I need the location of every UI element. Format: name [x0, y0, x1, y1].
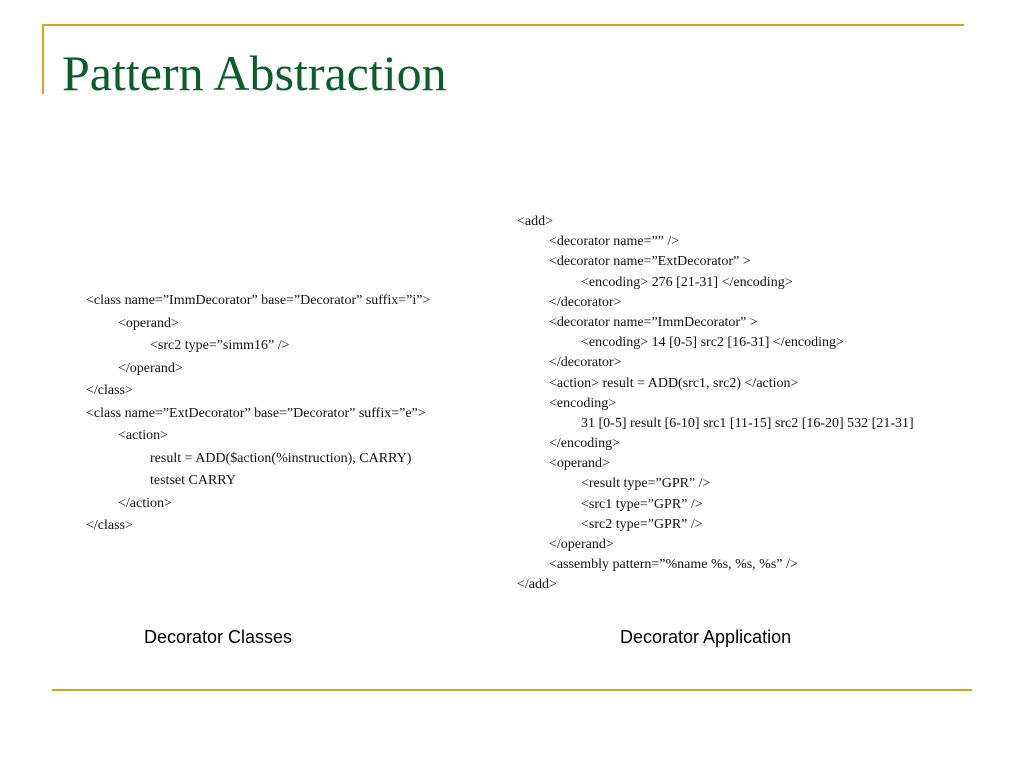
code-line: testset CARRY: [150, 473, 236, 488]
code-line: <src2 type=”simm16” />: [150, 338, 290, 353]
code-line: <decorator name=”” />: [549, 234, 680, 250]
code-line: <decorator name=”ImmDecorator” >: [549, 314, 758, 330]
code-line: </operand>: [549, 537, 614, 552]
code-line: </class>: [86, 383, 133, 398]
code-line: <encoding> 276 [21-31] </encoding>: [581, 274, 793, 290]
code-line: <decorator name=”ExtDecorator” >: [549, 254, 751, 270]
code-line: <operand>: [549, 456, 610, 472]
code-line: <action>: [118, 428, 168, 443]
code-line: <operand>: [118, 315, 179, 331]
code-line: <src2 type=”GPR” />: [581, 516, 703, 532]
bottom-accent-rule: [52, 689, 972, 691]
code-line: <class name=”ExtDecorator” base=”Decorat…: [86, 405, 426, 421]
code-line: <class name=”ImmDecorator” base=”Decorat…: [86, 293, 431, 308]
code-line: </encoding>: [549, 436, 620, 452]
top-accent-rule: [42, 24, 964, 26]
code-line: <result type=”GPR” />: [581, 476, 711, 492]
code-line: <action> result = ADD(src1, src2) </acti…: [549, 375, 799, 391]
decorator-application-caption: Decorator Application: [620, 627, 792, 647]
decorator-application-code: <add> <decorator name=”” /> <decorator n…: [517, 212, 914, 596]
code-line: </class>: [86, 518, 133, 533]
code-line: <add>: [517, 214, 554, 229]
code-line: </decorator>: [549, 355, 622, 371]
code-line: <encoding>: [549, 395, 617, 411]
code-line: </add>: [517, 577, 557, 593]
slide-title: Pattern Abstraction: [62, 45, 447, 101]
code-line: </action>: [118, 495, 172, 511]
code-line: <assembly pattern=”%name %s, %s, %s” />: [549, 557, 798, 573]
code-line: <src1 type=”GPR” />: [581, 496, 703, 512]
decorator-classes-caption: Decorator Classes: [144, 627, 293, 647]
left-accent-rule: [42, 24, 44, 94]
code-line: result = ADD($action(%instruction), CARR…: [150, 450, 412, 466]
code-line: <encoding> 14 [0-5] src2 [16-31] </encod…: [581, 335, 844, 351]
code-line: </decorator>: [549, 294, 622, 310]
decorator-classes-code: <class name=”ImmDecorator” base=”Decorat…: [86, 290, 430, 538]
code-line: 31 [0-5] result [6-10] src1 [11-15] src2…: [581, 415, 914, 431]
code-line: </operand>: [118, 360, 183, 376]
